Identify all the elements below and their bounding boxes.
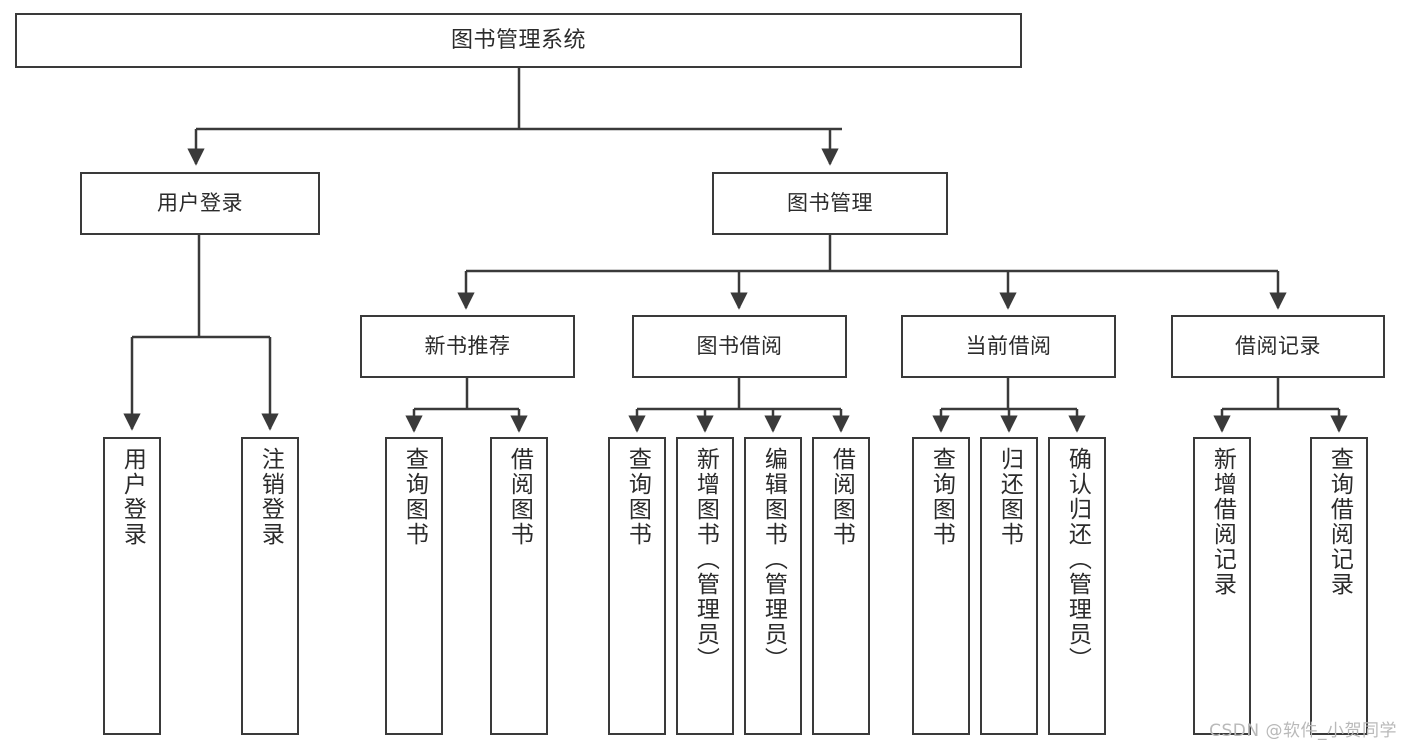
node-label: 查询图书 bbox=[401, 447, 428, 547]
node-label: 借阅图书 bbox=[828, 447, 855, 547]
leaf-query-book-current[interactable]: 查询图书 bbox=[912, 437, 970, 735]
leaf-query-book-borrow[interactable]: 查询图书 bbox=[608, 437, 666, 735]
node-current-borrow[interactable]: 当前借阅 bbox=[901, 315, 1116, 378]
csdn-watermark: CSDN @软件_小贺同学 bbox=[1209, 721, 1397, 741]
leaf-return-book[interactable]: 归还图书 bbox=[980, 437, 1038, 735]
leaf-add-book-admin[interactable]: 新增图书（管理员） bbox=[676, 437, 734, 735]
node-label: 编辑图书（管理员） bbox=[760, 447, 787, 672]
node-book-borrow[interactable]: 图书借阅 bbox=[632, 315, 847, 378]
node-label: 借阅记录 bbox=[1235, 334, 1321, 359]
leaf-add-borrow-record[interactable]: 新增借阅记录 bbox=[1193, 437, 1251, 735]
node-label: 借阅图书 bbox=[506, 447, 533, 547]
node-label: 新书推荐 bbox=[424, 334, 511, 359]
node-label: 注销登录 bbox=[257, 447, 284, 547]
node-label: 查询图书 bbox=[624, 447, 651, 547]
node-root-system[interactable]: 图书管理系统 bbox=[15, 13, 1022, 68]
leaf-edit-book-admin[interactable]: 编辑图书（管理员） bbox=[744, 437, 802, 735]
node-book-management[interactable]: 图书管理 bbox=[712, 172, 948, 235]
node-label: 图书管理系统 bbox=[450, 27, 586, 53]
node-new-book-recommend[interactable]: 新书推荐 bbox=[360, 315, 575, 378]
node-label: 图书管理 bbox=[787, 191, 873, 216]
node-label: 归还图书 bbox=[996, 447, 1023, 547]
leaf-borrow-book-recommend[interactable]: 借阅图书 bbox=[490, 437, 548, 735]
node-label: 新增借阅记录 bbox=[1209, 447, 1236, 597]
node-label: 确认归还（管理员） bbox=[1064, 447, 1091, 672]
node-label: 当前借阅 bbox=[965, 334, 1052, 359]
leaf-user-login[interactable]: 用户登录 bbox=[103, 437, 161, 735]
node-label: 图书借阅 bbox=[696, 334, 783, 359]
node-user-login[interactable]: 用户登录 bbox=[80, 172, 320, 235]
node-label: 查询图书 bbox=[928, 447, 955, 547]
node-label: 用户登录 bbox=[119, 447, 146, 547]
node-borrow-record[interactable]: 借阅记录 bbox=[1171, 315, 1385, 378]
leaf-query-borrow-record[interactable]: 查询借阅记录 bbox=[1310, 437, 1368, 735]
leaf-query-book-recommend[interactable]: 查询图书 bbox=[385, 437, 443, 735]
leaf-logout[interactable]: 注销登录 bbox=[241, 437, 299, 735]
leaf-borrow-book[interactable]: 借阅图书 bbox=[812, 437, 870, 735]
node-label: 用户登录 bbox=[157, 191, 243, 216]
leaf-confirm-return-admin[interactable]: 确认归还（管理员） bbox=[1048, 437, 1106, 735]
node-label: 查询借阅记录 bbox=[1326, 447, 1353, 597]
node-label: 新增图书（管理员） bbox=[692, 447, 719, 672]
